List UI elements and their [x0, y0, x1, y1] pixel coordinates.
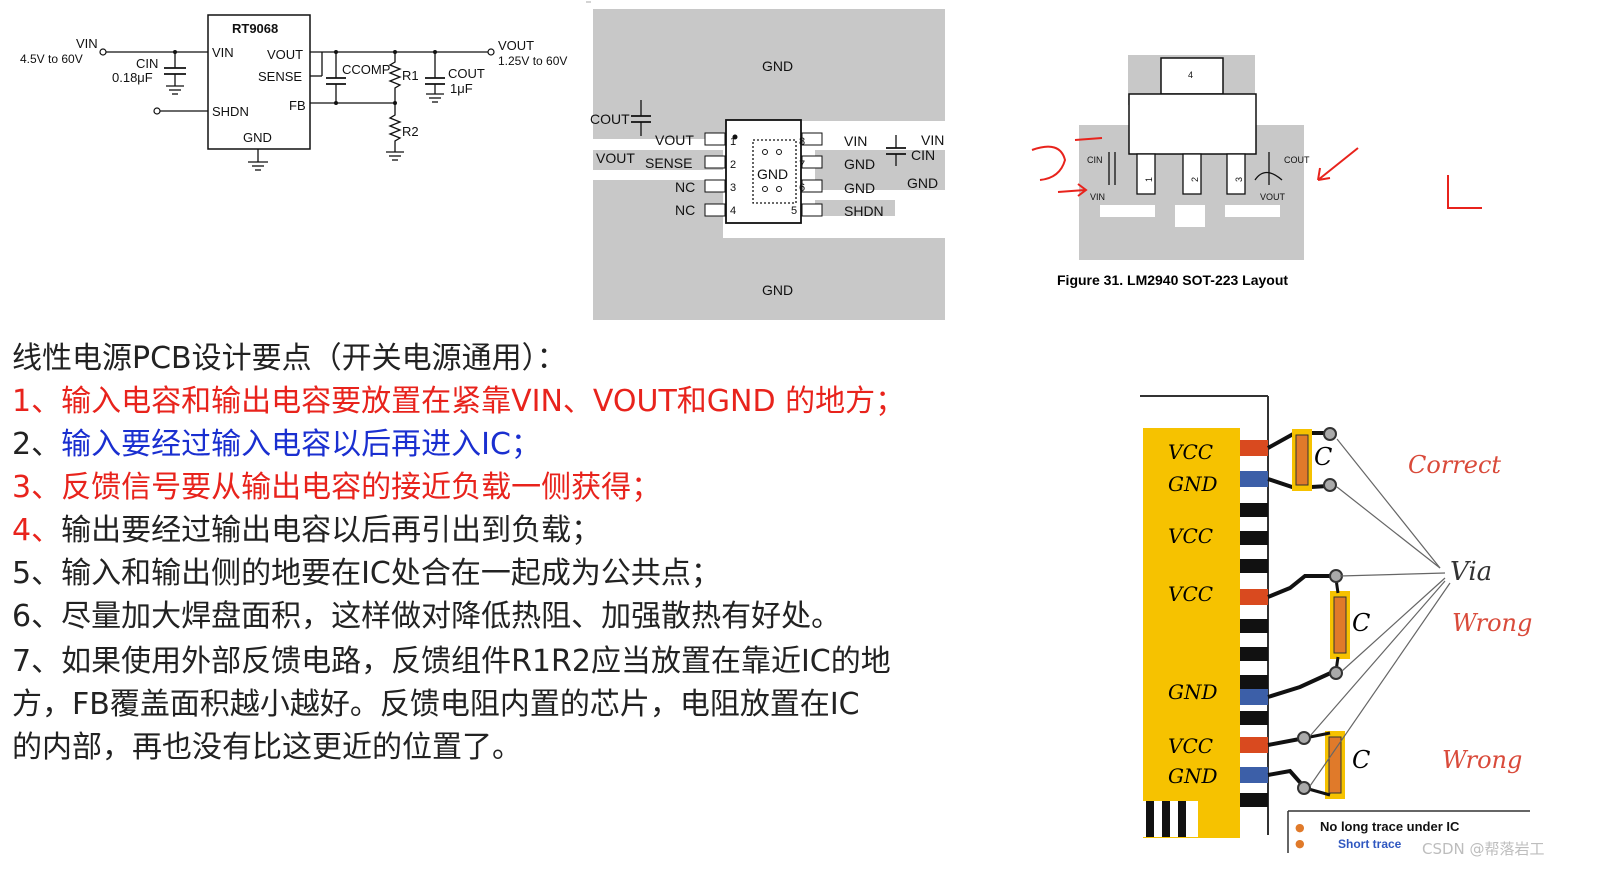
via-label: Via	[1450, 557, 1492, 587]
tab-number: 4	[1188, 70, 1193, 80]
svg-text:2: 2	[730, 159, 736, 171]
tip-3: 3、反馈信号要从输出电容的接近负载一侧获得；	[12, 470, 662, 505]
cin-value: 0.18μF	[112, 70, 153, 85]
tip-2: 2、输入要经过输入电容以后再进入IC；	[12, 427, 541, 462]
pin-vin: VIN	[212, 45, 234, 60]
sot-vin: VIN	[1090, 192, 1105, 202]
tip-5: 5、输入和输出侧的地要在IC处合在一起成为公共点；	[12, 556, 721, 591]
svg-text:●: ●	[1295, 837, 1305, 850]
pin-fb: FB	[289, 98, 306, 113]
svg-text:7: 7	[799, 159, 805, 171]
chip-name: RT9068	[232, 21, 278, 36]
svg-text:VCC: VCC	[1168, 440, 1213, 464]
wrong-label-1: Wrong	[1452, 609, 1532, 637]
svg-text:2: 2	[1190, 177, 1200, 182]
decoupling-cap-diagram: VCC GND VCC VCC GND VCC GND C C C Correc…	[1140, 395, 1545, 858]
pin-name-sense: SENSE	[645, 155, 692, 171]
pin-name-gnd6: GND	[844, 180, 875, 196]
legend-no-long-trace: No long trace under IC	[1320, 819, 1460, 834]
vin-label: VIN	[76, 36, 98, 51]
tip-7-line2: 方，FB覆盖面积越小越好。反馈电阻内置的芯片，电阻放置在IC	[12, 687, 860, 722]
svg-text:8: 8	[799, 136, 805, 148]
tip-4: 4、输出要经过输出电容以后再引出到负载；	[12, 513, 602, 548]
pin-name-vout: VOUT	[655, 132, 694, 148]
tips-heading: 线性电源PCB设计要点（开关电源通用）：	[12, 341, 567, 376]
vin-label: VIN	[921, 132, 944, 148]
svg-text:GND: GND	[1168, 472, 1218, 496]
cin-label: CIN	[136, 56, 158, 71]
sot223-layout-diagram: 4 1 2 3 CIN COUT VIN VOUT Figure 31. LM2…	[1031, 55, 1482, 288]
gnd-right: GND	[907, 175, 938, 191]
sot-vout: VOUT	[1260, 192, 1286, 202]
correct-label: Correct	[1408, 451, 1501, 479]
cout-label: COUT	[590, 111, 630, 127]
cout-label: COUT	[448, 66, 485, 81]
pin-name-nc2: NC	[675, 202, 695, 218]
svg-text:3: 3	[1234, 177, 1244, 182]
sot-cin: CIN	[1087, 155, 1103, 165]
tip-1: 1、输入电容和输出电容要放置在紧靠VIN、VOUT和GND 的地方；	[12, 384, 906, 419]
pin-name-vin: VIN	[844, 133, 867, 149]
vout-label: VOUT	[498, 38, 534, 53]
pin-name-nc1: NC	[675, 179, 695, 195]
pin-name-shdn: SHDN	[844, 203, 884, 219]
legend-short-trace: Short trace	[1338, 837, 1402, 851]
r2-label: R2	[402, 124, 419, 139]
svg-text:VCC: VCC	[1168, 582, 1213, 606]
wrong-label-2: Wrong	[1442, 746, 1522, 774]
svg-text:VCC: VCC	[1168, 734, 1213, 758]
r1-label: R1	[402, 68, 419, 83]
svg-text:C: C	[1314, 443, 1332, 471]
tip-7-line3: 的内部，再也没有比这更近的位置了。	[12, 730, 522, 765]
vin-range: 4.5V to 60V	[20, 52, 83, 66]
tip-6: 6、尽量加大焊盘面积，这样做对降低热阻、加强散热有好处。	[12, 599, 842, 634]
svg-text:3: 3	[730, 182, 736, 194]
svg-text:1: 1	[730, 136, 736, 148]
vout-range: 1.25V to 60V	[498, 54, 567, 68]
pin-vout: VOUT	[267, 47, 303, 62]
gnd-bottom: GND	[762, 282, 793, 298]
svg-text:C: C	[1352, 746, 1370, 774]
svg-text:VCC: VCC	[1168, 524, 1213, 548]
svg-text:C: C	[1352, 609, 1370, 637]
svg-text:●: ●	[1295, 821, 1305, 834]
svg-text:GND: GND	[1168, 680, 1218, 704]
ccomp-label: CCOMP	[342, 62, 390, 77]
pin-shdn: SHDN	[212, 104, 249, 119]
cin-label: CIN	[911, 147, 935, 163]
gnd-top: GND	[762, 58, 793, 74]
pcb-layout-diagram: GND GND GND 1 2 3 4 VOUT SENSE NC NC 8 7…	[586, 1, 945, 320]
watermark: CSDN @帮落岩工	[1422, 840, 1545, 858]
pin-sense: SENSE	[258, 69, 302, 84]
sot-cout: COUT	[1284, 155, 1310, 165]
svg-text:4: 4	[730, 205, 736, 217]
vout-label: VOUT	[596, 150, 635, 166]
gnd-pad: GND	[757, 166, 788, 182]
svg-text:GND: GND	[1168, 764, 1218, 788]
cout-value: 1μF	[450, 81, 473, 96]
sot223-caption: Figure 31. LM2940 SOT-223 Layout	[1057, 272, 1288, 288]
svg-text:1: 1	[1144, 177, 1154, 182]
rt9068-schematic: RT9068 VIN SHDN VOUT SENSE FB GND VIN 4.…	[20, 14, 567, 171]
pin-gnd: GND	[243, 130, 272, 145]
tip-7-line1: 7、如果使用外部反馈电路，反馈组件R1R2应当放置在靠近IC的地	[12, 644, 891, 679]
svg-text:5: 5	[791, 205, 797, 217]
pin-name-gnd7: GND	[844, 156, 875, 172]
svg-text:6: 6	[799, 182, 805, 194]
